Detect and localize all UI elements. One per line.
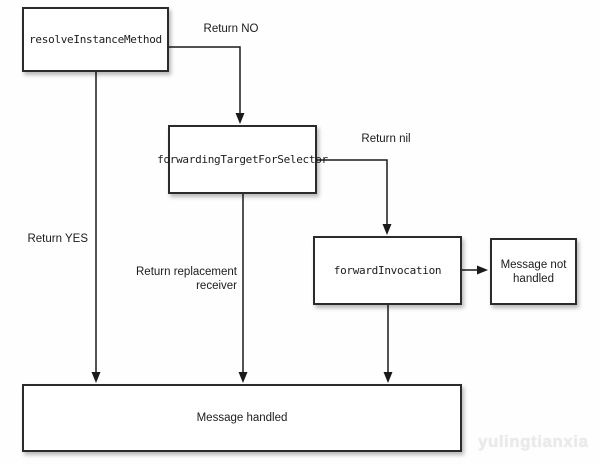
node-label: forwardInvocation [333,264,442,277]
edge-label-line: Return replacement [136,266,237,278]
edge-label-return-nil: Return nil [361,133,411,145]
node-label: forwardingTargetForSelector [157,153,328,166]
edge-label-line: receiver [196,280,237,292]
arrowhead-down-icon [383,372,393,383]
arrowhead-right-icon [477,265,488,275]
node-message-handled: Message handled [22,384,462,452]
node-label: Message handled [196,412,288,424]
node-label: Message not handled [500,258,567,285]
edge-return-no [169,46,241,114]
arrowhead-down-icon [238,372,248,383]
node-forward-invocation: forwardInvocation [313,236,462,305]
watermark: yulingtianxia [478,432,589,451]
edge-return-nil [317,159,388,225]
node-forwarding-target-for-selector: forwardingTargetForSelector [157,125,328,194]
edge-label-return-yes: Return YES [27,233,88,245]
node-resolve-instance-method: resolveInstanceMethod [22,7,169,72]
node-message-not-handled: Message not handled [490,238,577,305]
edge-label-return-no: Return NO [203,23,259,35]
arrowhead-down-icon [235,113,245,124]
edge-label-return-replacement-receiver: Return replacement receiver [127,265,237,293]
arrowhead-down-icon [91,372,101,383]
arrowhead-down-icon [382,224,392,235]
node-label: resolveInstanceMethod [29,33,162,46]
